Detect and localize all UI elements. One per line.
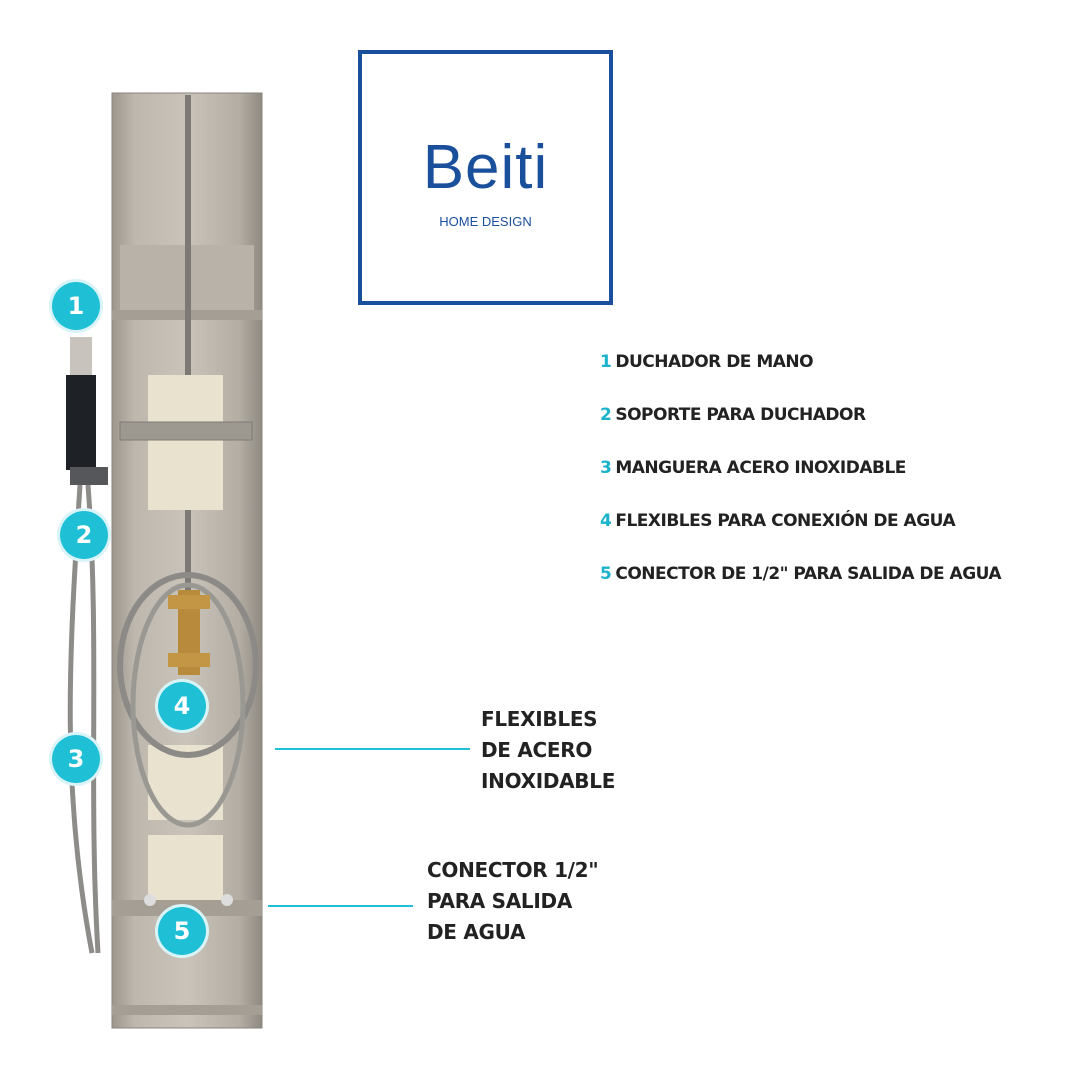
callout-text: DE AGUA (427, 920, 526, 944)
callout-flexibles: FLEXIBLES DE ACERO INOXIDABLE (481, 704, 615, 797)
shower-panel-illustration (66, 92, 263, 1029)
callout-text: FLEXIBLES (481, 707, 598, 731)
legend-number: 4 (600, 511, 612, 531)
badge-1: 1 (52, 282, 100, 330)
callout-text: PARA SALIDA (427, 889, 572, 913)
callout-text: DE ACERO (481, 738, 593, 762)
badge-5: 5 (158, 907, 206, 955)
badge-3: 3 (52, 735, 100, 783)
brand-subtitle: HOME DESIGN (439, 214, 532, 229)
callout-line-flexibles (275, 748, 470, 750)
callout-text: INOXIDABLE (481, 769, 616, 793)
brand-name: Beiti (422, 133, 549, 202)
legend-label: SOPORTE PARA DUCHADOR (615, 405, 866, 425)
callout-connector: CONECTOR 1/2" PARA SALIDA DE AGUA (427, 855, 599, 948)
legend-number: 2 (600, 405, 612, 425)
legend-number: 1 (600, 352, 612, 372)
legend-label: FLEXIBLES PARA CONEXIÓN DE AGUA (615, 511, 956, 531)
legend-label: MANGUERA ACERO INOXIDABLE (615, 458, 906, 478)
callout-text: CONECTOR 1/2" (427, 858, 599, 882)
legend-number: 3 (600, 458, 612, 478)
badge-4: 4 (158, 682, 206, 730)
legend-number: 5 (600, 564, 612, 584)
callout-line-connector (268, 905, 413, 907)
brand-logo: Beiti HOME DESIGN (358, 50, 613, 305)
legend-label: DUCHADOR DE MANO (615, 352, 814, 372)
badge-2: 2 (60, 511, 108, 559)
legend-label: CONECTOR DE 1/2" PARA SALIDA DE AGUA (615, 564, 1002, 584)
